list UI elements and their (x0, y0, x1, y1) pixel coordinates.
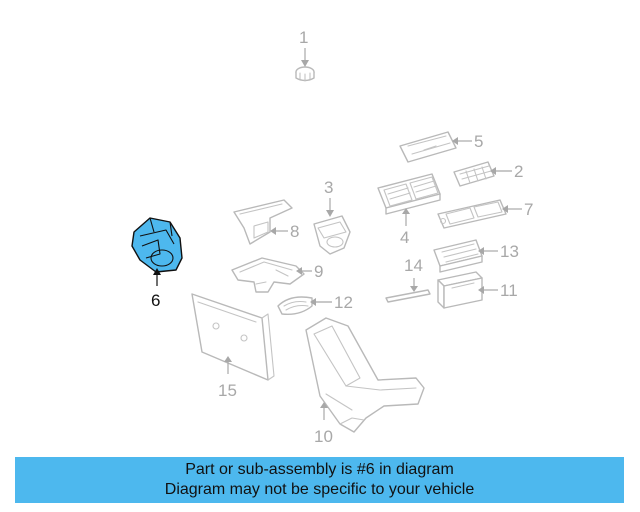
callout-7[interactable]: 7 (524, 200, 533, 219)
part-10-floor-duct[interactable] (305, 317, 425, 433)
callout-6[interactable]: 6 (151, 291, 160, 310)
arrow-7 (502, 205, 508, 213)
part-7-vent[interactable] (437, 199, 507, 229)
arrow-10 (320, 402, 328, 408)
arrow-4 (402, 208, 410, 214)
callout-11[interactable]: 11 (500, 281, 518, 300)
part-9-duct-branch[interactable] (231, 257, 305, 293)
part-5-vent-panel[interactable] (399, 131, 457, 163)
part-13-vent-housing[interactable] (433, 239, 483, 273)
part-8-duct-elbow[interactable] (233, 199, 293, 245)
arrow-14 (410, 286, 418, 292)
arrow-5 (452, 137, 458, 145)
info-banner: Part or sub-assembly is #6 in diagram Di… (15, 457, 624, 503)
arrow-9 (296, 267, 302, 275)
part-14-seal-strip[interactable] (385, 289, 431, 303)
arrow-15 (224, 356, 232, 362)
part-15-side-panel[interactable] (191, 293, 275, 381)
part-6-highlighted-duct[interactable] (131, 217, 183, 273)
callout-8[interactable]: 8 (290, 222, 299, 241)
callout-15[interactable]: 15 (218, 381, 237, 400)
part-11-box-duct[interactable] (437, 271, 483, 309)
arrow-11 (478, 286, 484, 294)
arrow-12 (310, 298, 316, 306)
arrow-2 (490, 167, 496, 175)
callout-9[interactable]: 9 (314, 262, 323, 281)
arrow-1 (301, 60, 309, 67)
callout-13[interactable]: 13 (500, 242, 519, 261)
callout-4[interactable]: 4 (400, 228, 409, 247)
banner-line-1: Part or sub-assembly is #6 in diagram (185, 461, 454, 478)
callout-5[interactable]: 5 (474, 132, 483, 151)
part-2-vent[interactable] (453, 161, 495, 187)
part-3-duct-adapter[interactable] (313, 215, 351, 255)
callout-14[interactable]: 14 (404, 256, 423, 275)
arrow-6 (153, 268, 161, 275)
part-4-center-vent[interactable] (377, 173, 441, 215)
part-1-plug[interactable] (295, 66, 315, 82)
arrow-8 (270, 227, 276, 235)
part-12-vent-grille[interactable] (277, 296, 313, 316)
callout-2[interactable]: 2 (514, 162, 523, 181)
arrow-3 (326, 210, 334, 217)
banner-line-2: Diagram may not be specific to your vehi… (164, 481, 475, 498)
callout-3[interactable]: 3 (324, 178, 333, 197)
callout-10[interactable]: 10 (314, 427, 333, 446)
callout-1[interactable]: 1 (299, 28, 308, 47)
arrow-13 (478, 247, 484, 255)
callout-12[interactable]: 12 (334, 293, 353, 312)
